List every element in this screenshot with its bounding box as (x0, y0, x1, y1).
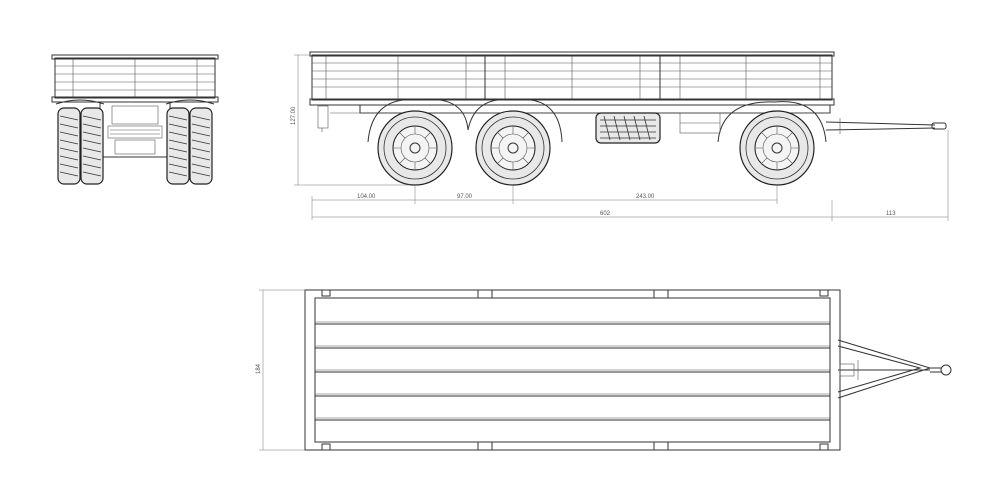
side-view-dimensions: 127.00 104.00 97.00 243.00 602 113 (291, 54, 949, 221)
dim-width-top: 184 (256, 363, 262, 374)
wheel-3 (739, 110, 815, 186)
dim-drawbar-length: 113 (886, 211, 896, 217)
dim-b: 97.00 (457, 194, 473, 200)
top-view-dimensions: 184 (256, 289, 305, 451)
top-view (304, 289, 952, 451)
side-view (309, 51, 947, 186)
wheel-2 (475, 110, 551, 186)
wheel-1 (377, 110, 453, 186)
dim-a: 104.00 (357, 194, 376, 200)
dim-c: 243.00 (636, 194, 655, 200)
dim-overall-length: 602 (600, 211, 611, 217)
dim-height-side: 127.00 (291, 106, 297, 125)
rear-view (51, 54, 219, 185)
